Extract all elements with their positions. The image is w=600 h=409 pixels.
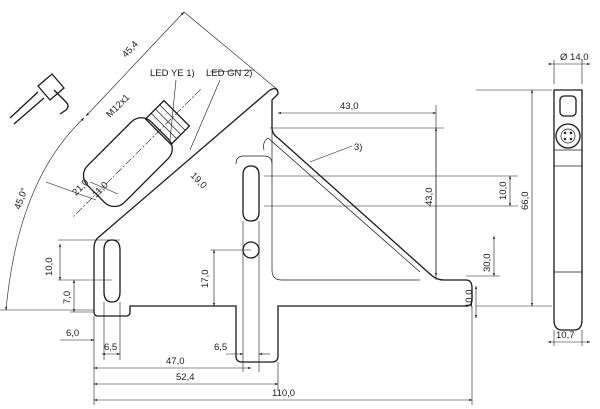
- bracket-flange: [235, 155, 273, 165]
- sensor: [73, 89, 201, 217]
- dim-45-4: 45,4: [120, 39, 141, 60]
- slot-left: [103, 239, 121, 303]
- bracket-inner-bend: [271, 128, 420, 281]
- dim-10-right-top: 10,0: [498, 182, 509, 201]
- dim-43-top: 43,0: [340, 101, 359, 112]
- dim-m12: M12x1: [104, 92, 132, 120]
- note-3: 3): [354, 142, 362, 153]
- slot-mid-upper: [242, 165, 260, 222]
- dim-19: 19,0: [188, 170, 209, 191]
- dim-52-4: 52,4: [176, 372, 195, 383]
- dim-7: 7,0: [62, 291, 73, 304]
- dim-6: 6,0: [66, 328, 79, 339]
- dim-6-5-mid: 6,5: [214, 342, 227, 353]
- dim-11: 11,0: [90, 180, 110, 200]
- dim-17: 17,0: [200, 270, 211, 289]
- dim-47: 47,0: [166, 356, 185, 367]
- bracket-outline: [93, 88, 473, 363]
- dim-14: Ø 14,0: [560, 52, 589, 63]
- label-led-ye: LED YE 1): [150, 68, 195, 79]
- dim-21: 21,0: [70, 177, 91, 198]
- dim-10-left: 10,0: [44, 258, 55, 277]
- dim-66: 66,0: [520, 192, 531, 211]
- dim-30: 30,0: [482, 254, 493, 273]
- side-view: [553, 89, 583, 331]
- cable-connector-icon: [9, 73, 69, 125]
- dim-43-vert: 43,0: [424, 188, 435, 207]
- bracket-inner-diag: [263, 137, 421, 273]
- dim-110: 110,0: [272, 388, 295, 399]
- dim-10-right-bot: 10,0: [464, 290, 475, 309]
- dim-6-5-left: 6,5: [104, 342, 117, 353]
- label-led-gn: LED GN 2): [206, 68, 252, 79]
- dim-10-7: 10,7: [556, 330, 575, 341]
